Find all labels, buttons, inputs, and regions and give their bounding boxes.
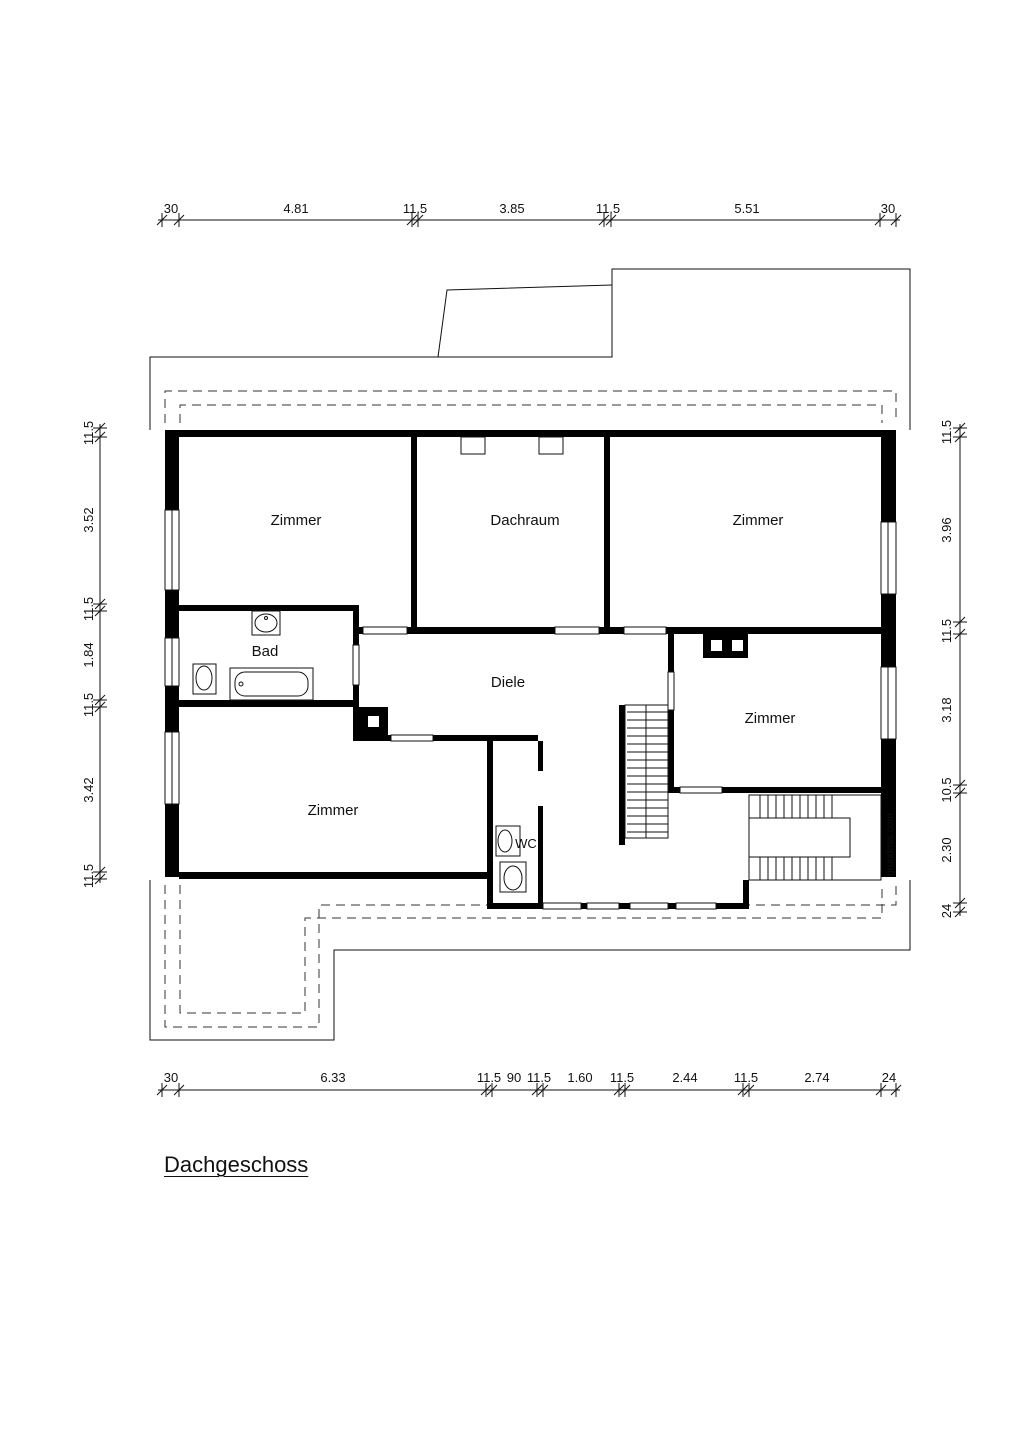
dimension-lines [93,213,967,1097]
dimension-label: 3.96 [939,517,954,542]
dimension-label: 3.85 [499,201,524,216]
door-openings [352,626,723,794]
washbasin-icon [251,610,521,857]
dimension-label: 11.5 [81,597,96,621]
dimension-label: 11.5 [477,1070,501,1085]
dimension-label: 2.74 [804,1070,829,1085]
dimension-label: 30 [164,201,178,216]
chimney-openings [368,640,743,727]
dormer-stubs [460,436,564,455]
watermark: grundriss.com [885,813,896,876]
bathtub [229,667,314,701]
dimension-label: 11.5 [527,1070,551,1085]
dimension-label: 1.84 [81,642,96,667]
dimension-label: 11.5 [939,619,954,643]
room-label-zimmer-nw: Zimmer [271,512,322,529]
room-label-zimmer-e: Zimmer [745,710,796,727]
dimension-label: 3.18 [939,697,954,722]
dimension-label: 1.60 [567,1070,592,1085]
windows [164,509,897,910]
room-label-wc: WC [515,836,537,851]
dimension-label: 11.5 [734,1070,758,1085]
dimension-label: 11.5 [81,693,96,717]
room-labels: Zimmer Dachraum Zimmer Bad Diele Zimmer … [252,512,796,851]
dimension-label: 11.5 [939,420,954,444]
dimension-label: 2.44 [672,1070,697,1085]
dimension-label: 11.5 [596,201,620,216]
dimension-label: 11.5 [403,201,427,216]
room-label-dachraum: Dachraum [490,512,559,529]
drawing-title: Dachgeschoss [164,1152,309,1177]
dimension-label: 3.42 [81,777,96,802]
roof-dashed-line [164,390,897,1028]
dimension-label: 10.5 [939,777,954,802]
dimension-label: 5.51 [734,201,759,216]
dimension-label: 11.5 [81,864,96,888]
toilet-icon [192,663,527,893]
room-label-bad: Bad [252,643,279,660]
room-label-zimmer-ne: Zimmer [733,512,784,529]
roof-outline [149,268,911,1041]
dimension-labels: 30 4.81 11.5 3.85 11.5 5.51 30 30 6.33 11.5 90 11.5… [81,201,954,1085]
room-label-diele: Diele [491,674,525,691]
dimension-label: 11.5 [610,1070,634,1085]
dimension-label: 6.33 [320,1070,345,1085]
dimension-label: 24 [939,904,954,918]
dimension-label: 24 [882,1070,896,1085]
room-label-zimmer-sw: Zimmer [308,802,359,819]
dimension-label: 30 [164,1070,178,1085]
dimension-label: 90 [507,1070,521,1085]
dimension-label: 4.81 [283,201,308,216]
dimension-label: 3.52 [81,507,96,532]
dimension-label: 2.30 [939,837,954,862]
dimension-label: 11.5 [81,421,96,445]
staircase [624,704,882,881]
dimension-label: 30 [881,201,895,216]
